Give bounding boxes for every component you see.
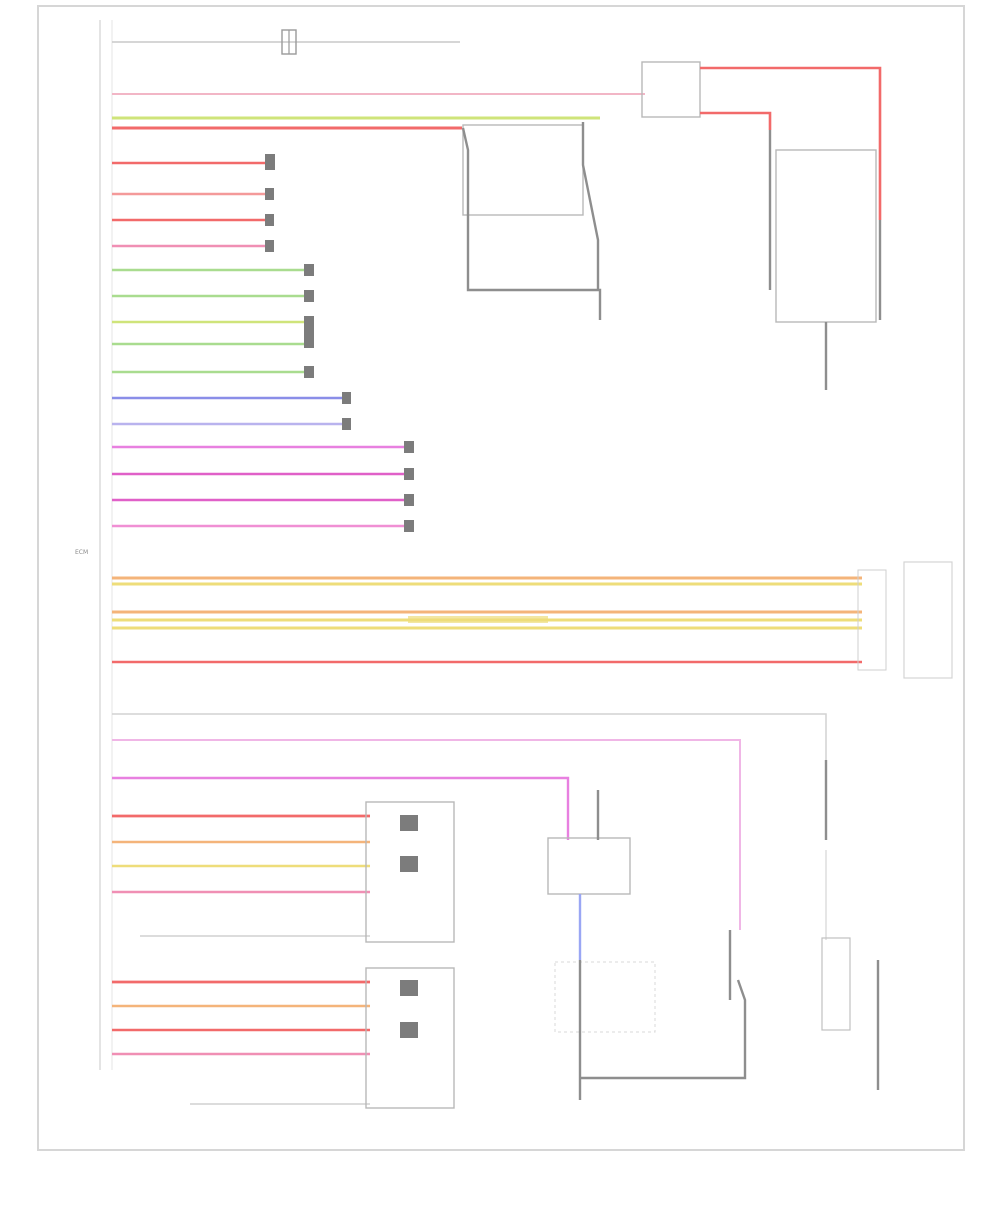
bus-wire-group bbox=[112, 561, 953, 679]
sensor-2-element-2 bbox=[400, 1022, 418, 1038]
relay-box bbox=[462, 124, 584, 216]
red-plug-4 bbox=[265, 240, 274, 252]
red-plug-3 bbox=[265, 214, 274, 226]
green-plug-5 bbox=[304, 366, 314, 378]
sensor-1-element-1 bbox=[400, 815, 418, 831]
sensor-2-box bbox=[365, 967, 455, 1109]
green-plug-1 bbox=[304, 264, 314, 276]
green-plug-2 bbox=[304, 290, 314, 302]
control-module-box bbox=[775, 149, 877, 323]
magenta-relay-wire bbox=[112, 776, 570, 840]
sensor-2-group bbox=[112, 967, 455, 1109]
right-sensor bbox=[821, 937, 851, 1031]
blue-plug-2 bbox=[342, 418, 351, 430]
sensor-1-element-2 bbox=[400, 856, 418, 872]
gray-lower-wire bbox=[112, 713, 827, 760]
ecm-label: ECM bbox=[75, 549, 88, 556]
diagram-frame bbox=[37, 5, 965, 1151]
relay-stack bbox=[641, 61, 701, 118]
red-feed-right bbox=[700, 66, 882, 220]
magenta-plug-1 bbox=[404, 441, 414, 453]
sensor-2-element-1 bbox=[400, 980, 418, 996]
bus-connector bbox=[857, 569, 887, 671]
green-plug-3 bbox=[304, 316, 314, 348]
magenta-long-wire bbox=[112, 739, 741, 930]
lower-return-wire bbox=[580, 979, 747, 1080]
magenta-wire-group bbox=[112, 441, 414, 532]
red-feed-inner bbox=[700, 111, 772, 130]
red-wire-group bbox=[112, 154, 275, 252]
relay-switch-path bbox=[581, 122, 600, 290]
red-plug-1 bbox=[265, 154, 275, 170]
bus-module bbox=[903, 561, 953, 679]
blue-wire-group bbox=[112, 392, 351, 430]
magenta-plug-2 bbox=[404, 468, 414, 480]
magenta-plug-3 bbox=[404, 494, 414, 506]
sensor-1-box bbox=[365, 801, 455, 943]
red-plug-2 bbox=[265, 188, 274, 200]
blue-plug-1 bbox=[342, 392, 351, 404]
magenta-plug-4 bbox=[404, 520, 414, 532]
lower-component-box bbox=[554, 961, 656, 1033]
bus-label-band bbox=[408, 616, 548, 623]
lower-relay-box bbox=[547, 837, 631, 895]
sensor-1-group bbox=[112, 801, 455, 943]
relay-ground-path bbox=[461, 127, 602, 320]
green-wire-group bbox=[112, 264, 314, 378]
